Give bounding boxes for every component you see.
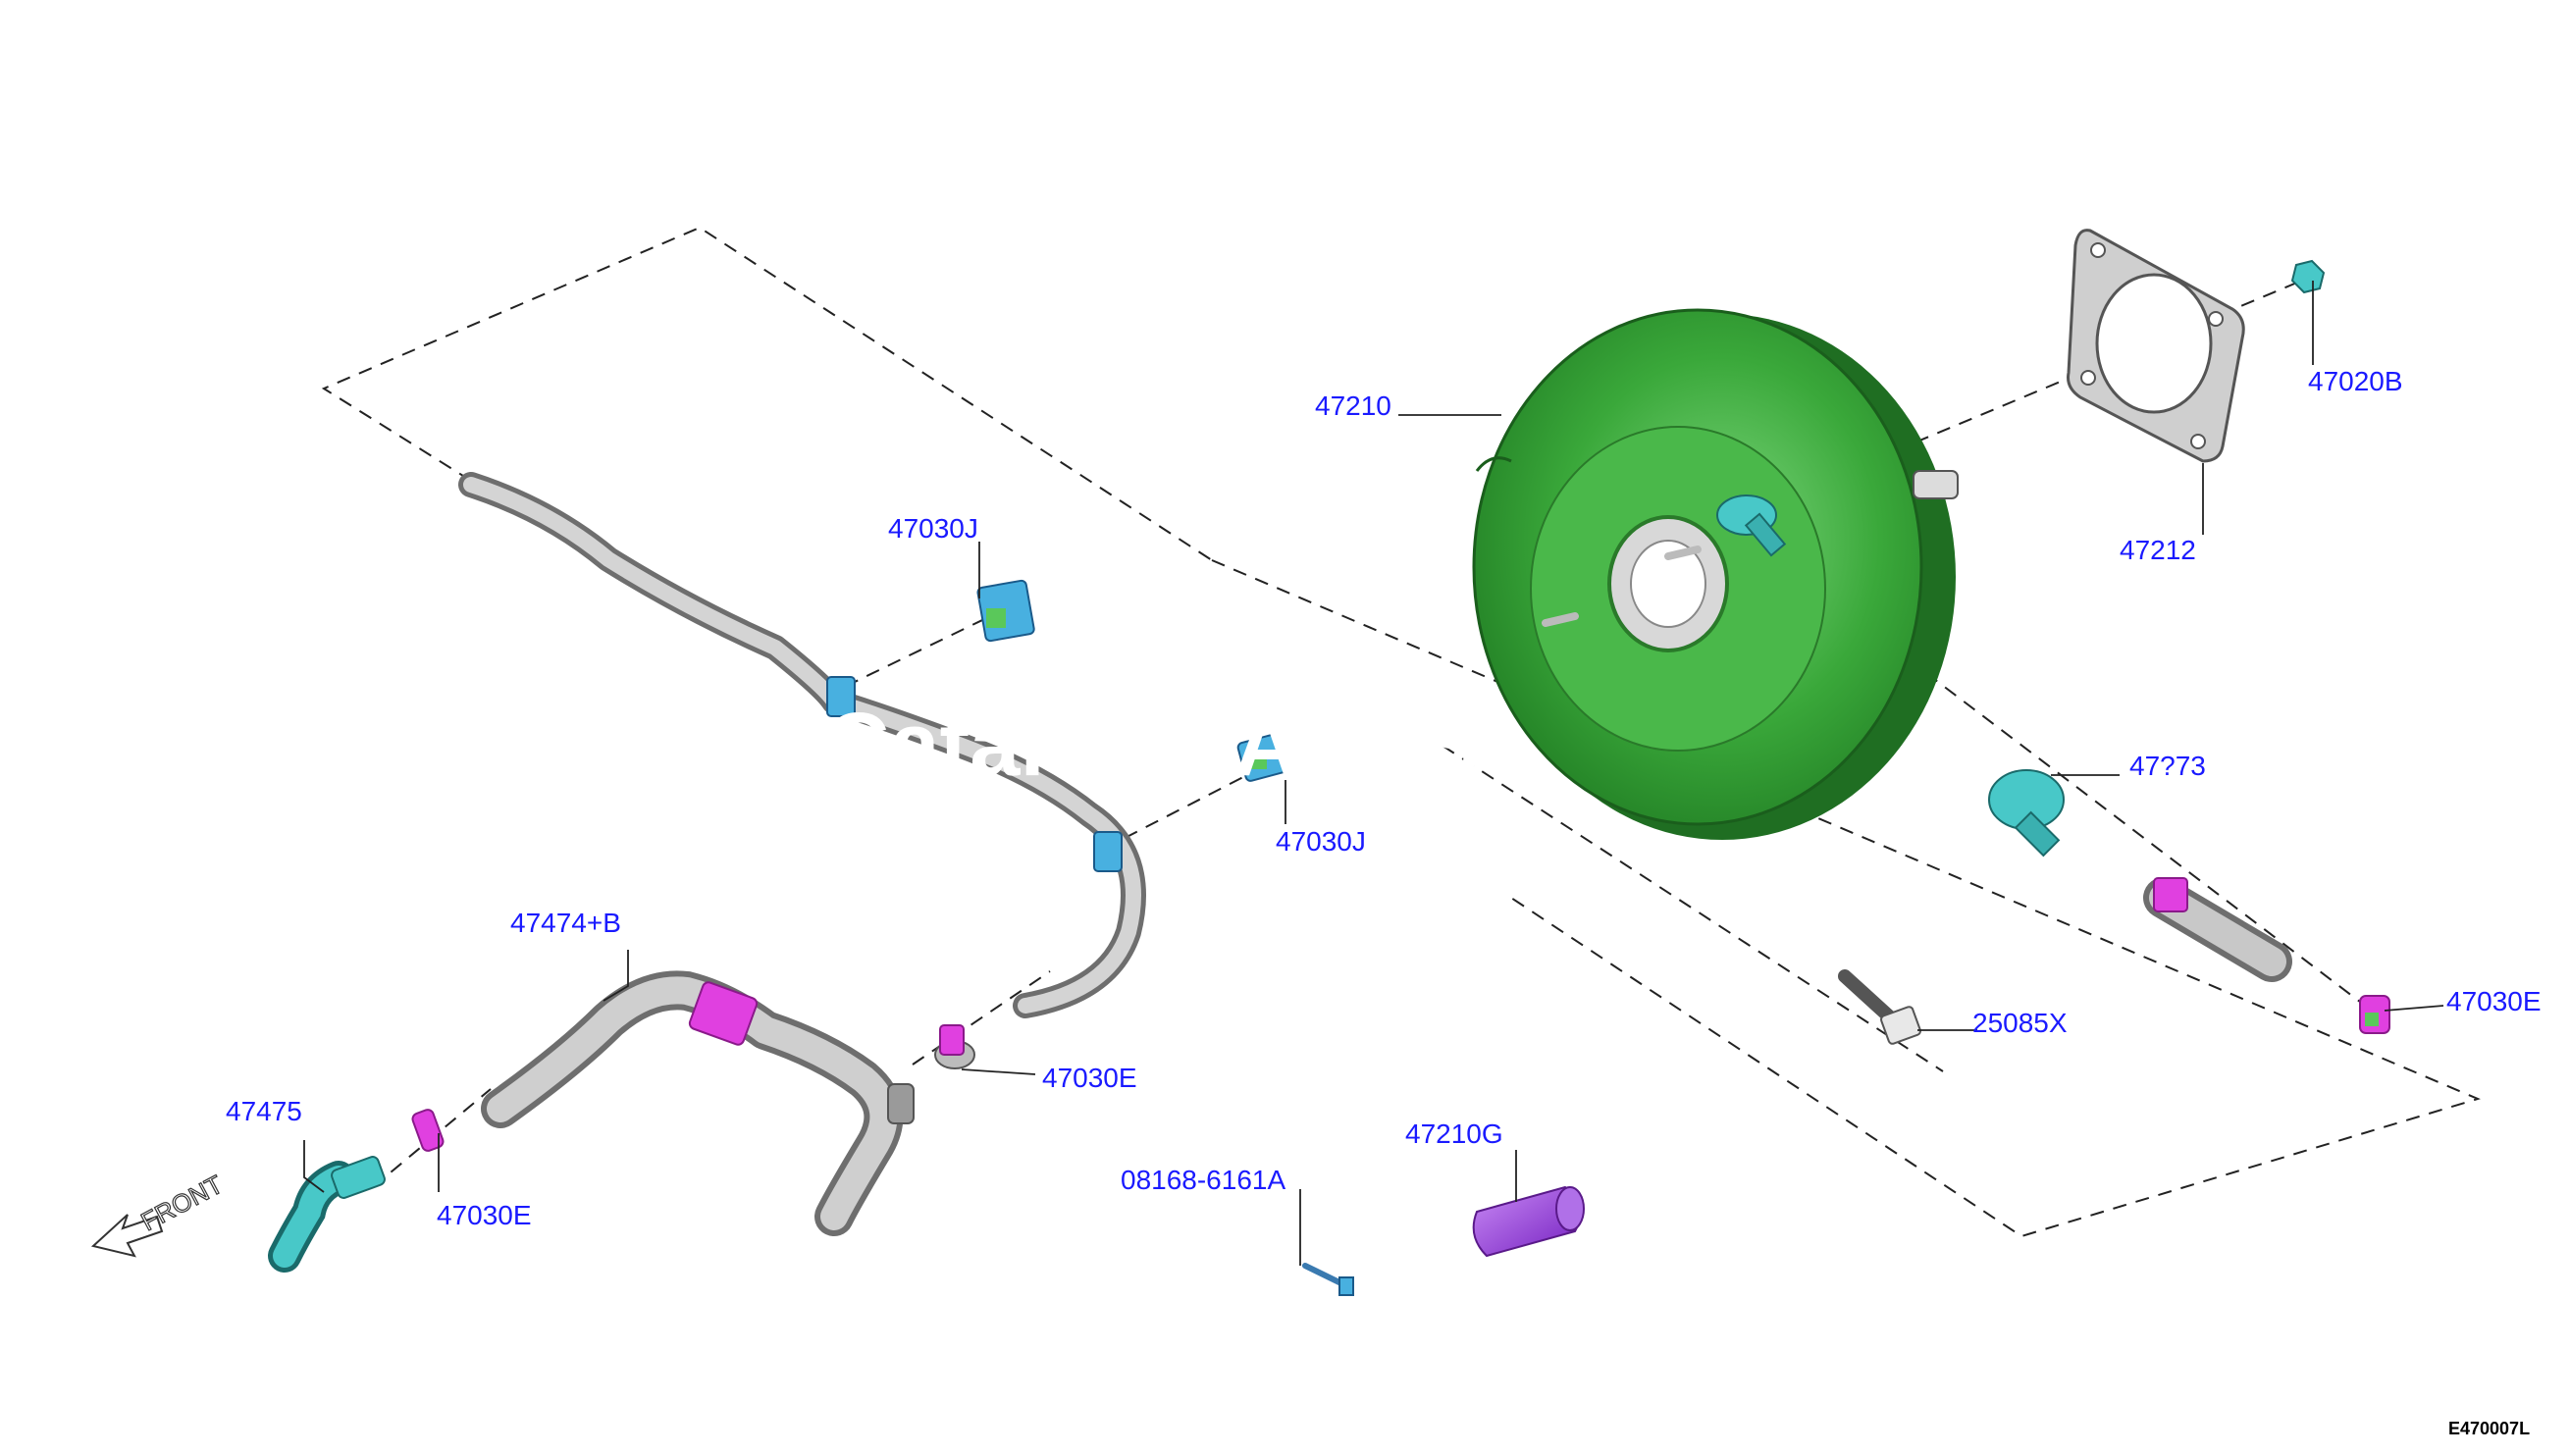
label-47210: 47210 (1315, 390, 1391, 421)
brake-booster[interactable] (1472, 308, 1959, 840)
label-47212: 47212 (2120, 535, 2196, 565)
hose-clamp-e-left[interactable] (411, 1108, 445, 1152)
label-08168-6161A: 08168-6161A (1121, 1165, 1285, 1195)
label-47475: 47475 (226, 1096, 302, 1126)
part-labels: 47210 47212 47020B 47030J 47030J 47?73 4… (226, 366, 2542, 1230)
figure-reference-code: E470007L (2448, 1419, 2530, 1438)
vacuum-hose-lower[interactable] (481, 970, 915, 1236)
front-label: FRONT (136, 1170, 228, 1237)
hose-clamp-e-right[interactable] (2359, 995, 2390, 1034)
label-47030E-right: 47030E (2446, 986, 2542, 1016)
watermark: Catalog PARTS (824, 695, 1480, 795)
label-47210G: 47210G (1405, 1118, 1503, 1149)
hose-clip-j-upper[interactable] (976, 579, 1035, 643)
label-47020B: 47020B (2308, 366, 2403, 396)
protective-sleeve[interactable] (1472, 1185, 1585, 1258)
booster-check-valve[interactable] (1716, 494, 1787, 557)
leader-lines (303, 281, 2444, 1266)
booster-gasket[interactable] (2067, 229, 2245, 463)
label-25085X: 25085X (1972, 1008, 2068, 1038)
mounting-bolt[interactable] (1302, 1263, 1354, 1296)
hose-clip-j-lower[interactable] (1236, 733, 1289, 782)
hose-clamp-on-hose-b[interactable] (1093, 831, 1123, 872)
hose-connector[interactable] (268, 1155, 387, 1273)
label-47030E-middle: 47030E (1042, 1063, 1137, 1093)
hose-clamp-on-hose-a[interactable] (826, 676, 856, 717)
vacuum-hose-upper[interactable] (458, 472, 1146, 1018)
hose-clamp-e-middle[interactable] (934, 1024, 975, 1069)
label-47030J-upper: 47030J (888, 513, 978, 544)
label-47030E-left: 47030E (437, 1200, 532, 1230)
vacuum-sensor[interactable] (1838, 969, 1921, 1045)
front-direction-arrow: FRONT (90, 1169, 229, 1258)
vacuum-check-valve[interactable] (1988, 769, 2065, 858)
mounting-nut[interactable] (2290, 259, 2326, 294)
label-47030J-lower: 47030J (1276, 826, 1366, 857)
label-47474B: 47474+B (510, 908, 621, 938)
short-vacuum-hose[interactable] (2143, 877, 2292, 982)
label-check-valve: 47?73 (2129, 751, 2206, 781)
